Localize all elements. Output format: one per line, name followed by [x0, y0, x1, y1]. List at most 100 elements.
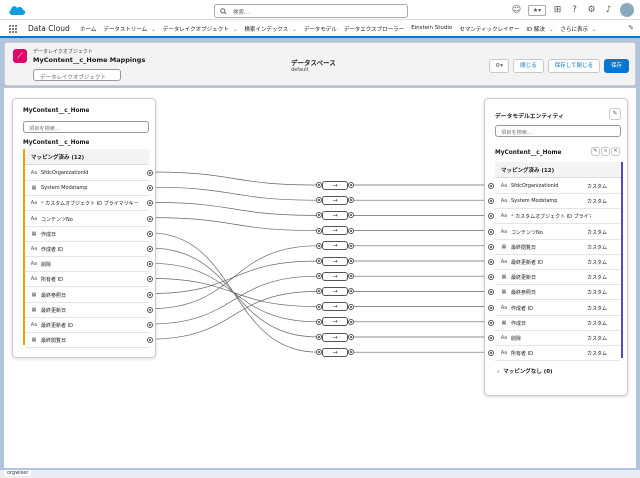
target-field-port[interactable]: [488, 243, 494, 250]
transform-in-port[interactable]: [316, 318, 322, 325]
transform-in-port[interactable]: [316, 212, 322, 219]
target-field-row[interactable]: Aa* カスタムオブジェクト ID プライマリキー: [495, 209, 621, 225]
source-field-port[interactable]: [147, 291, 153, 298]
save-button[interactable]: 保存: [603, 59, 629, 73]
transform-node[interactable]: →: [322, 241, 348, 251]
transform-node[interactable]: →: [322, 195, 348, 205]
target-field-port[interactable]: [488, 319, 494, 326]
target-field-row[interactable]: ▦最終更新日カスタム: [495, 270, 621, 286]
target-field-port[interactable]: [488, 304, 494, 311]
nav-item[interactable]: ホーム: [80, 25, 96, 33]
target-field-port[interactable]: [488, 274, 494, 281]
target-field-row[interactable]: ▦作成日カスタム: [495, 316, 621, 331]
target-field-port[interactable]: [488, 183, 494, 189]
source-field-row[interactable]: ▦System Modstamp: [25, 181, 149, 197]
transform-out-port[interactable]: [348, 318, 354, 325]
app-launcher-icon[interactable]: [8, 24, 18, 34]
transform-in-port[interactable]: [316, 334, 322, 340]
source-field-row[interactable]: ▦最終参照日: [25, 288, 149, 303]
target-field-port[interactable]: [488, 198, 494, 205]
transform-in-port[interactable]: [316, 242, 322, 249]
transform-in-port[interactable]: [316, 288, 322, 295]
transform-out-port[interactable]: [348, 182, 354, 188]
close-button[interactable]: 閉じる: [513, 59, 544, 73]
nav-item[interactable]: さらに表示⌄: [561, 25, 597, 33]
nav-item[interactable]: ID 解決⌄: [526, 25, 553, 33]
chevron-down-icon[interactable]: ⌄: [292, 27, 297, 33]
target-field-search[interactable]: 項目を検索...: [495, 125, 621, 137]
source-field-port[interactable]: [147, 200, 153, 207]
transform-in-port[interactable]: [316, 303, 322, 310]
source-field-port[interactable]: [147, 276, 153, 283]
source-field-port[interactable]: [147, 246, 153, 252]
transform-out-port[interactable]: [348, 303, 354, 310]
transform-out-port[interactable]: [348, 242, 354, 249]
nav-item[interactable]: Einstein Studio: [411, 25, 452, 33]
transform-in-port[interactable]: [316, 258, 322, 264]
transform-node[interactable]: →: [322, 317, 348, 327]
source-field-port[interactable]: [147, 230, 153, 237]
nav-item[interactable]: データストリーム⌄: [103, 25, 155, 33]
source-field-port[interactable]: [147, 215, 153, 222]
nav-item[interactable]: 検索インデックス⌄: [244, 25, 296, 33]
source-field-port[interactable]: [147, 185, 153, 192]
target-mapped-group[interactable]: マッピング済み (12): [495, 162, 621, 178]
transform-out-port[interactable]: [348, 273, 354, 280]
nav-item[interactable]: データレイクオブジェクト⌄: [163, 25, 238, 33]
transform-out-port[interactable]: [348, 288, 354, 295]
delete-icon[interactable]: ✕: [611, 147, 620, 156]
transform-out-port[interactable]: [348, 212, 354, 219]
source-field-port[interactable]: [147, 337, 153, 344]
target-field-row[interactable]: ▦最終参照日カスタム: [495, 285, 621, 301]
transform-node[interactable]: →: [322, 210, 348, 220]
nav-item[interactable]: データエクスプローラー: [344, 25, 404, 33]
target-field-port[interactable]: [488, 228, 494, 235]
transform-out-port[interactable]: [348, 258, 354, 264]
target-field-port[interactable]: [488, 335, 494, 341]
source-mapped-group[interactable]: マッピング済み (12): [25, 149, 149, 165]
dlo-select[interactable]: データレイクオブジェクト: [33, 69, 121, 81]
source-field-search[interactable]: 項目を検索...: [23, 121, 149, 133]
help-icon[interactable]: ?: [572, 4, 577, 15]
agent-icon[interactable]: ☺: [511, 4, 522, 15]
transform-node[interactable]: →: [322, 226, 348, 236]
transform-node[interactable]: →: [322, 256, 348, 266]
target-field-port[interactable]: [488, 289, 494, 296]
transform-out-port[interactable]: [348, 334, 354, 340]
target-field-port[interactable]: [488, 350, 494, 357]
edit-nav-icon[interactable]: ✎: [628, 24, 634, 32]
transform-in-port[interactable]: [316, 227, 322, 234]
transform-out-port[interactable]: [348, 197, 354, 204]
target-field-row[interactable]: ▦最終閲覧日カスタム: [495, 240, 621, 255]
transform-in-port[interactable]: [316, 197, 322, 204]
transform-out-port[interactable]: [348, 349, 354, 356]
source-field-port[interactable]: [147, 261, 153, 268]
favorites-icon[interactable]: ★▾: [528, 4, 546, 16]
source-field-port[interactable]: [147, 322, 153, 328]
notifications-bell-icon[interactable]: ♪: [605, 4, 612, 15]
source-field-port[interactable]: [147, 170, 153, 176]
source-field-row[interactable]: ▦作成日: [25, 227, 149, 242]
source-field-row[interactable]: ▦最終閲覧日: [25, 333, 149, 349]
source-field-row[interactable]: ▦最終更新日: [25, 303, 149, 318]
chevron-down-icon[interactable]: ⌄: [232, 27, 238, 33]
target-field-port[interactable]: [488, 213, 494, 220]
settings-menu-button[interactable]: ⚙▾: [489, 59, 510, 73]
unmapped-group[interactable]: ›マッピングなし (0): [497, 367, 553, 375]
user-avatar[interactable]: [620, 3, 634, 17]
transform-node[interactable]: →: [322, 286, 348, 296]
source-field-port[interactable]: [147, 306, 153, 313]
edit-entity-button[interactable]: ✎: [609, 108, 621, 120]
nav-item[interactable]: データモデル: [304, 25, 337, 33]
transform-in-port[interactable]: [316, 349, 322, 356]
